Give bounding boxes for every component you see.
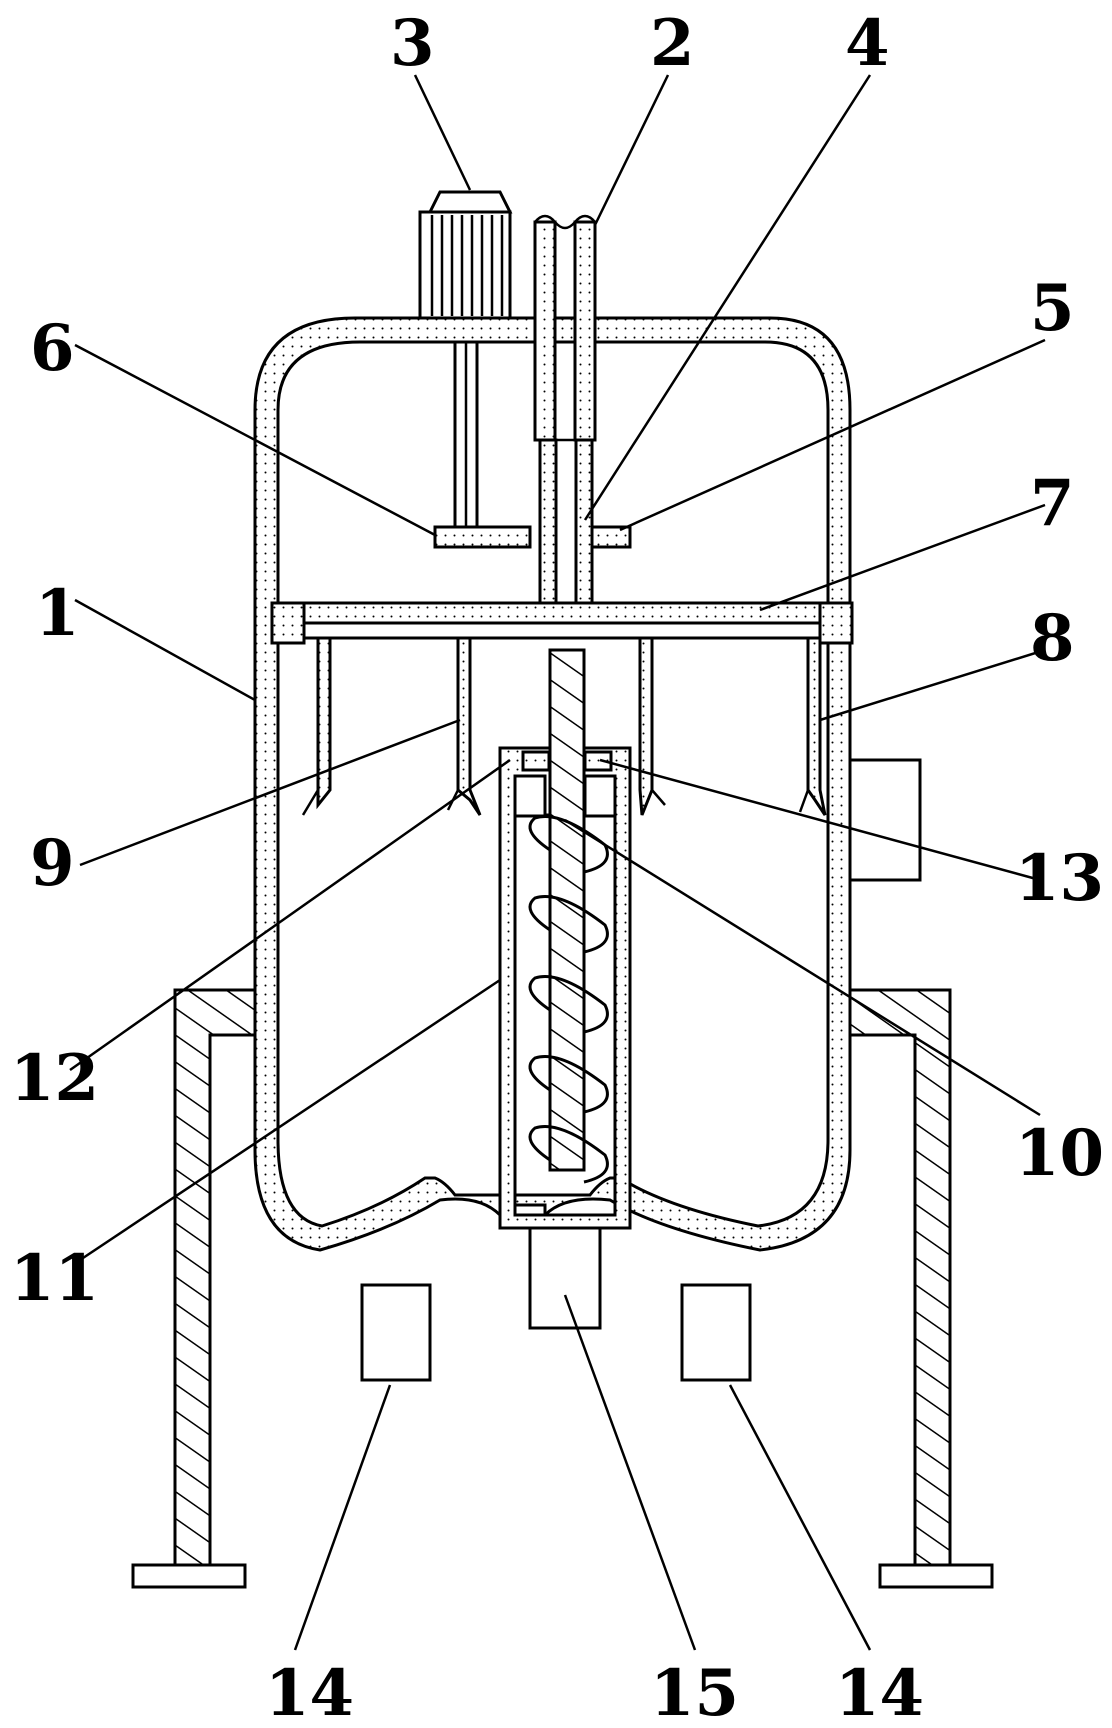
label-11: 11 bbox=[10, 1241, 99, 1316]
leader-lines bbox=[69, 74, 1046, 1651]
motor bbox=[418, 190, 513, 320]
support-leg-left bbox=[131, 988, 257, 1589]
tank-shell bbox=[253, 316, 852, 1252]
hollow-shaft bbox=[538, 438, 594, 610]
label-13: 13 bbox=[1015, 841, 1104, 916]
distributor-plate bbox=[270, 601, 854, 645]
label-12: 12 bbox=[10, 1041, 99, 1116]
label-14-left: 14 bbox=[265, 1656, 354, 1723]
label-6: 6 bbox=[30, 311, 75, 386]
label-5: 5 bbox=[1030, 271, 1075, 346]
labels: 1 2 3 4 5 6 7 8 9 10 11 12 13 14 14 15 bbox=[10, 6, 1104, 1728]
label-3: 3 bbox=[390, 6, 435, 81]
label-2: 2 bbox=[650, 6, 695, 81]
outlet-right bbox=[680, 1283, 752, 1382]
label-10: 10 bbox=[1015, 1116, 1104, 1191]
outlet-left bbox=[360, 1283, 432, 1382]
driven-gear bbox=[588, 525, 632, 549]
support-leg-right bbox=[848, 988, 994, 1589]
bearing-left bbox=[521, 750, 551, 772]
drive-gear bbox=[433, 525, 532, 549]
label-8: 8 bbox=[1030, 601, 1075, 676]
label-14-right: 14 bbox=[835, 1656, 924, 1723]
feed-pipe bbox=[533, 214, 597, 442]
side-port-box bbox=[848, 758, 922, 882]
spray-nozzles bbox=[301, 636, 827, 816]
label-9: 9 bbox=[30, 826, 75, 901]
label-15: 15 bbox=[650, 1656, 739, 1723]
label-4: 4 bbox=[845, 6, 890, 81]
central-outlet bbox=[528, 1226, 602, 1330]
label-1: 1 bbox=[35, 576, 80, 651]
screw-shaft bbox=[548, 648, 586, 1172]
label-7: 7 bbox=[1030, 466, 1075, 541]
